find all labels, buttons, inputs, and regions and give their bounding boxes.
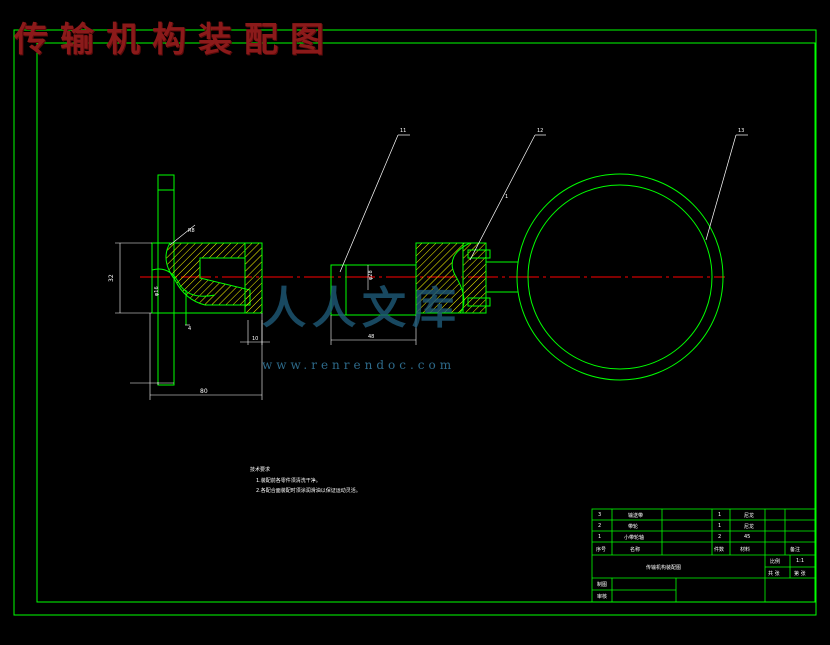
dim-width-total: 80 [200, 388, 208, 395]
notes-line1: 1.装配前各零件须清洗干净。 [256, 478, 321, 484]
notes-heading: 技术要求 [250, 467, 271, 473]
tb-sheet-label: 共 张 [768, 571, 780, 577]
notes-line2: 2.各配合面装配时须涂润滑油以保证运动灵活。 [256, 488, 361, 494]
tb-row3-material: 尼龙 [744, 513, 755, 519]
tb-row1-material: 45 [744, 534, 751, 540]
tb-row2-qty: 1 [718, 523, 722, 529]
dim-small: 4 [188, 326, 191, 332]
tb-header-no: 序号 [596, 547, 607, 553]
dim-gap: 10 [252, 336, 258, 342]
dim-radius: R8 [188, 228, 195, 234]
tb-row3-no: 3 [598, 512, 602, 518]
left-dimensions [115, 224, 270, 400]
tb-header-name: 名称 [630, 547, 641, 553]
tb-header-material: 材料 [740, 547, 751, 553]
tb-drawing-name: 传输机构装配图 [646, 565, 682, 571]
tb-row1-no: 1 [598, 534, 602, 540]
inner-frame [36, 42, 816, 603]
tb-header-qty: 件数 [714, 547, 725, 553]
watermark-url: www.renrendoc.com [262, 358, 456, 372]
dim-height-left: 32 [108, 274, 115, 282]
belt-ring [486, 173, 724, 381]
outer-frame [13, 29, 817, 616]
tb-row3-name: 输送带 [628, 513, 644, 519]
tb-row2-material: 尼龙 [744, 524, 755, 530]
leader-label-3: 13 [738, 128, 744, 134]
tb-row2-name: 带轮 [628, 524, 639, 530]
dim-mid-length: 48 [368, 334, 374, 340]
leader-label-1: 11 [400, 128, 406, 134]
leader-mark: 1 [505, 194, 508, 200]
tb-row1-qty: 2 [718, 534, 722, 540]
tb-scale-value: 1:1 [796, 558, 805, 564]
tb-row1-name: 小带轮轴 [624, 535, 645, 541]
middle-pulley [330, 242, 491, 316]
dim-mid-diam: φ28 [368, 270, 374, 280]
tb-row2-no: 2 [598, 523, 602, 529]
tb-designer-label: 制图 [597, 582, 608, 588]
title-block [591, 508, 816, 603]
tb-header-note: 备注 [790, 547, 801, 553]
tb-sheet2-label: 第 张 [794, 571, 806, 577]
dim-phi: φ16 [154, 286, 160, 296]
tb-checker-label: 审核 [597, 594, 608, 600]
drawing-title: 传输机构装配图 [14, 20, 336, 60]
leader-label-2: 12 [537, 128, 543, 134]
tb-row3-qty: 1 [718, 512, 722, 518]
middle-dimensions [330, 265, 417, 345]
tb-scale-label: 比例 [770, 559, 781, 565]
left-shaft-assembly [151, 174, 263, 386]
leader-lines [339, 134, 748, 273]
watermark-logo: 人人文库 [262, 283, 462, 334]
